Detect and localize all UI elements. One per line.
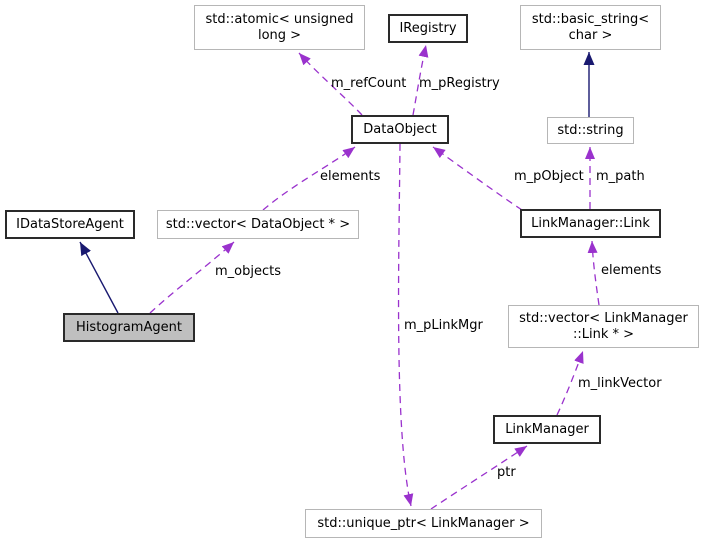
- node-label: char >: [568, 27, 613, 43]
- edge-label-m-objects: m_objects: [215, 264, 281, 279]
- edge-elements-right: [587, 240, 600, 306]
- edge-elements-left: [262, 146, 356, 211]
- node-label: std::string: [557, 122, 624, 138]
- edge-label-ptr: ptr: [497, 465, 516, 480]
- node-linkmanager[interactable]: LinkManager: [493, 415, 601, 444]
- node-label: LinkManager::Link: [531, 215, 650, 231]
- edge-label-m-plinkmgr: m_pLinkMgr: [404, 318, 483, 333]
- node-label: std::basic_string<: [531, 12, 650, 28]
- node-std-vector-linkmanager-link: std::vector< LinkManager ::Link * >: [508, 305, 699, 348]
- node-label: HistogramAgent: [76, 319, 182, 335]
- edge-m-objects: [149, 241, 235, 314]
- edge-label-m-refcount: m_refCount: [331, 76, 407, 91]
- node-label: std::vector< DataObject * >: [165, 216, 351, 232]
- edge-label-elements-left: elements: [320, 169, 381, 184]
- node-label: IRegistry: [399, 20, 457, 36]
- edge-m-plinkmgr: [397, 143, 414, 507]
- node-histogramagent: HistogramAgent: [63, 313, 195, 342]
- node-label: std::unique_ptr< LinkManager >: [317, 515, 530, 531]
- node-std-unique-ptr: std::unique_ptr< LinkManager >: [305, 509, 542, 538]
- edge-m-pobject: [432, 146, 523, 211]
- edge-label-m-pregistry: m_pRegistry: [419, 76, 500, 91]
- edge-inherit-histogram: [79, 241, 119, 314]
- node-label: long >: [257, 27, 302, 43]
- node-label: DataObject: [363, 121, 437, 137]
- edge-label-m-linkvector: m_linkVector: [578, 376, 662, 391]
- edge-m-linkvector: [556, 350, 584, 416]
- node-dataobject[interactable]: DataObject: [351, 115, 449, 144]
- edge-label-m-path: m_path: [596, 169, 645, 184]
- node-linkmanager-link[interactable]: LinkManager::Link: [520, 209, 661, 238]
- edge-label-elements-right: elements: [601, 263, 662, 278]
- node-std-string: std::string: [547, 117, 634, 144]
- edge-m-refcount: [298, 52, 363, 116]
- edge-label-m-pobject: m_pObject: [514, 169, 584, 184]
- node-iregistry[interactable]: IRegistry: [388, 14, 468, 43]
- node-label: std::atomic< unsigned: [205, 12, 354, 28]
- node-label: LinkManager: [505, 421, 589, 437]
- node-label: IDataStoreAgent: [16, 216, 124, 232]
- node-label: ::Link * >: [572, 326, 635, 342]
- node-idatastoreagent[interactable]: IDataStoreAgent: [5, 210, 135, 239]
- node-label: std::vector< LinkManager: [519, 311, 688, 327]
- node-std-basic-string: std::basic_string< char >: [520, 5, 661, 50]
- edge-m-pregistry: [412, 44, 429, 116]
- node-std-atomic: std::atomic< unsigned long >: [194, 5, 365, 50]
- node-std-vector-dataobject: std::vector< DataObject * >: [157, 210, 359, 239]
